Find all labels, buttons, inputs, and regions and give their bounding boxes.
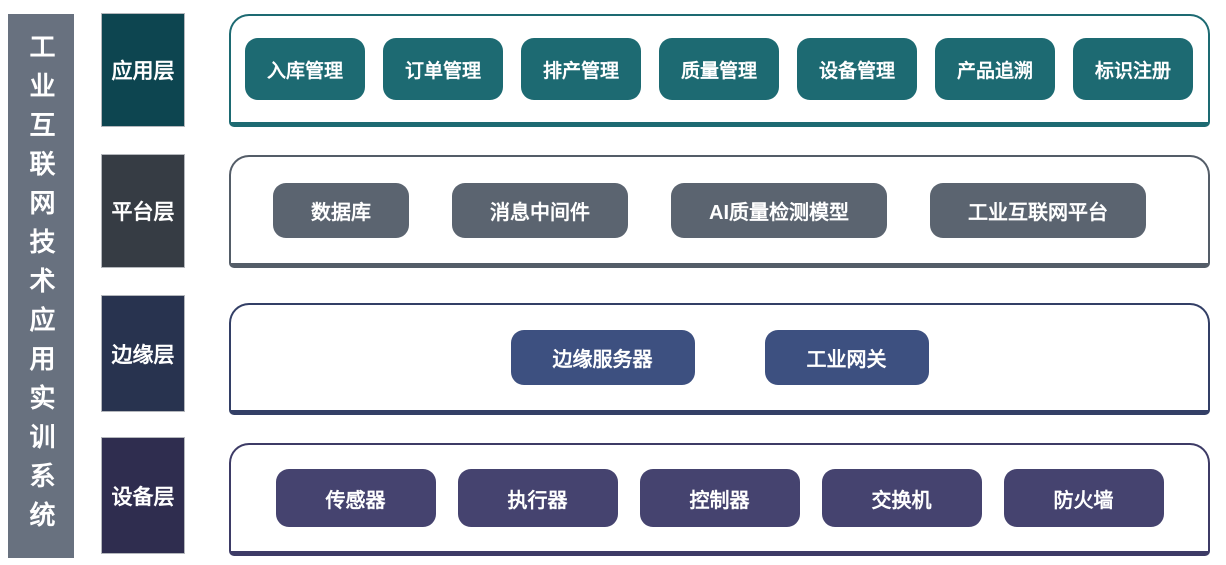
layer-label-edge-text: 边缘层 (111, 343, 175, 367)
box-order-management: 订单管理 (383, 38, 503, 100)
layer-label-application: 应用层 (101, 13, 185, 127)
layer-label-edge: 边缘层 (101, 295, 185, 412)
box-message-middleware: 消息中间件 (452, 182, 628, 238)
application-layer-container: 入库管理 订单管理 排产管理 质量管理 设备管理 产品追溯 标识注册 (229, 14, 1210, 127)
edge-layer-container: 边缘服务器 工业网关 (229, 303, 1210, 415)
layer-label-device: 设备层 (101, 437, 185, 554)
box-controller: 控制器 (639, 469, 800, 527)
layer-label-application-text: 应用层 (111, 60, 175, 83)
device-layer-container: 传感器 执行器 控制器 交换机 防火墙 (229, 443, 1210, 556)
box-equipment-management: 设备管理 (797, 38, 917, 100)
box-iiot-platform: 工业互联网平台 (930, 182, 1146, 238)
box-firewall: 防火墙 (1003, 469, 1164, 527)
system-title-banner: 工业互联网技术应用实训系统 (8, 14, 74, 558)
platform-layer-container: 数据库 消息中间件 AI质量检测模型 工业互联网平台 (229, 155, 1210, 268)
box-database: 数据库 (273, 182, 409, 238)
layer-label-platform-text: 平台层 (111, 201, 175, 224)
box-identifier-registration: 标识注册 (1073, 38, 1193, 100)
box-edge-server: 边缘服务器 (510, 330, 695, 385)
layer-label-platform: 平台层 (101, 154, 185, 268)
box-industrial-gateway: 工业网关 (764, 330, 929, 385)
box-inbound-management: 入库管理 (245, 38, 365, 100)
box-actuator: 执行器 (457, 469, 618, 527)
box-sensor: 传感器 (275, 469, 436, 527)
box-ai-quality-model: AI质量检测模型 (671, 182, 887, 238)
box-switch: 交换机 (821, 469, 982, 527)
box-product-traceability: 产品追溯 (935, 38, 1055, 100)
box-quality-management: 质量管理 (659, 38, 779, 100)
system-title: 工业互联网技术应用实训系统 (26, 32, 56, 540)
layer-label-device-text: 设备层 (111, 485, 175, 509)
box-scheduling-management: 排产管理 (521, 38, 641, 100)
